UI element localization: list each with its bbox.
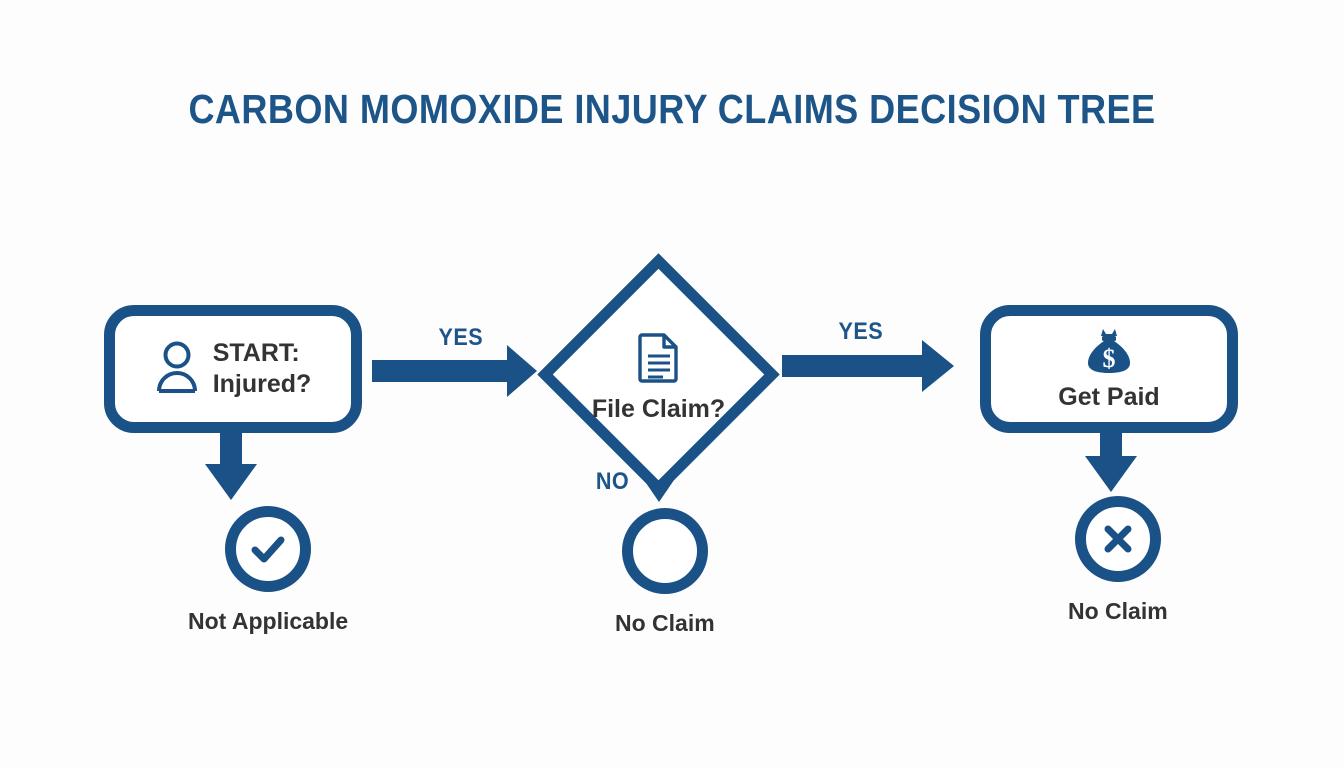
edge-label-yes-2: YES bbox=[838, 318, 884, 345]
x-circle-icon bbox=[1074, 496, 1161, 582]
edge-decision-to-getpaid bbox=[782, 340, 954, 392]
node-start[interactable]: START: Injured? bbox=[104, 305, 362, 433]
node-not-applicable[interactable]: Not Applicable bbox=[188, 506, 348, 635]
user-icon bbox=[155, 341, 199, 398]
edge-label-no-1: NO bbox=[595, 468, 630, 495]
money-bag-icon: $ bbox=[1085, 325, 1133, 380]
empty-circle-icon bbox=[621, 508, 708, 594]
node-get-paid[interactable]: $ Get Paid bbox=[980, 305, 1238, 433]
node-get-paid-label: Get Paid bbox=[1058, 382, 1160, 411]
page-title: CARBON MOMOXIDE INJURY CLAIMS DECISION T… bbox=[188, 86, 1156, 132]
edge-label-yes-1: YES bbox=[438, 324, 484, 351]
check-circle-icon bbox=[225, 506, 312, 592]
node-file-claim[interactable]: File Claim? bbox=[537, 253, 780, 496]
node-no-claim-middle[interactable]: No Claim bbox=[615, 508, 715, 637]
node-no-claim-right-label: No Claim bbox=[1068, 598, 1168, 624]
node-not-applicable-label: Not Applicable bbox=[188, 608, 349, 634]
node-file-claim-label: File Claim? bbox=[591, 395, 726, 424]
svg-text:$: $ bbox=[1102, 344, 1115, 373]
document-icon bbox=[637, 331, 681, 388]
node-start-label: START: Injured? bbox=[212, 338, 312, 398]
edge-start-to-notapplicable bbox=[205, 430, 257, 500]
edge-getpaid-to-noclaim bbox=[1085, 430, 1137, 492]
node-no-claim-middle-label: No Claim bbox=[615, 610, 715, 636]
edge-start-to-decision bbox=[372, 345, 537, 397]
node-no-claim-right[interactable]: No Claim bbox=[1068, 496, 1168, 625]
